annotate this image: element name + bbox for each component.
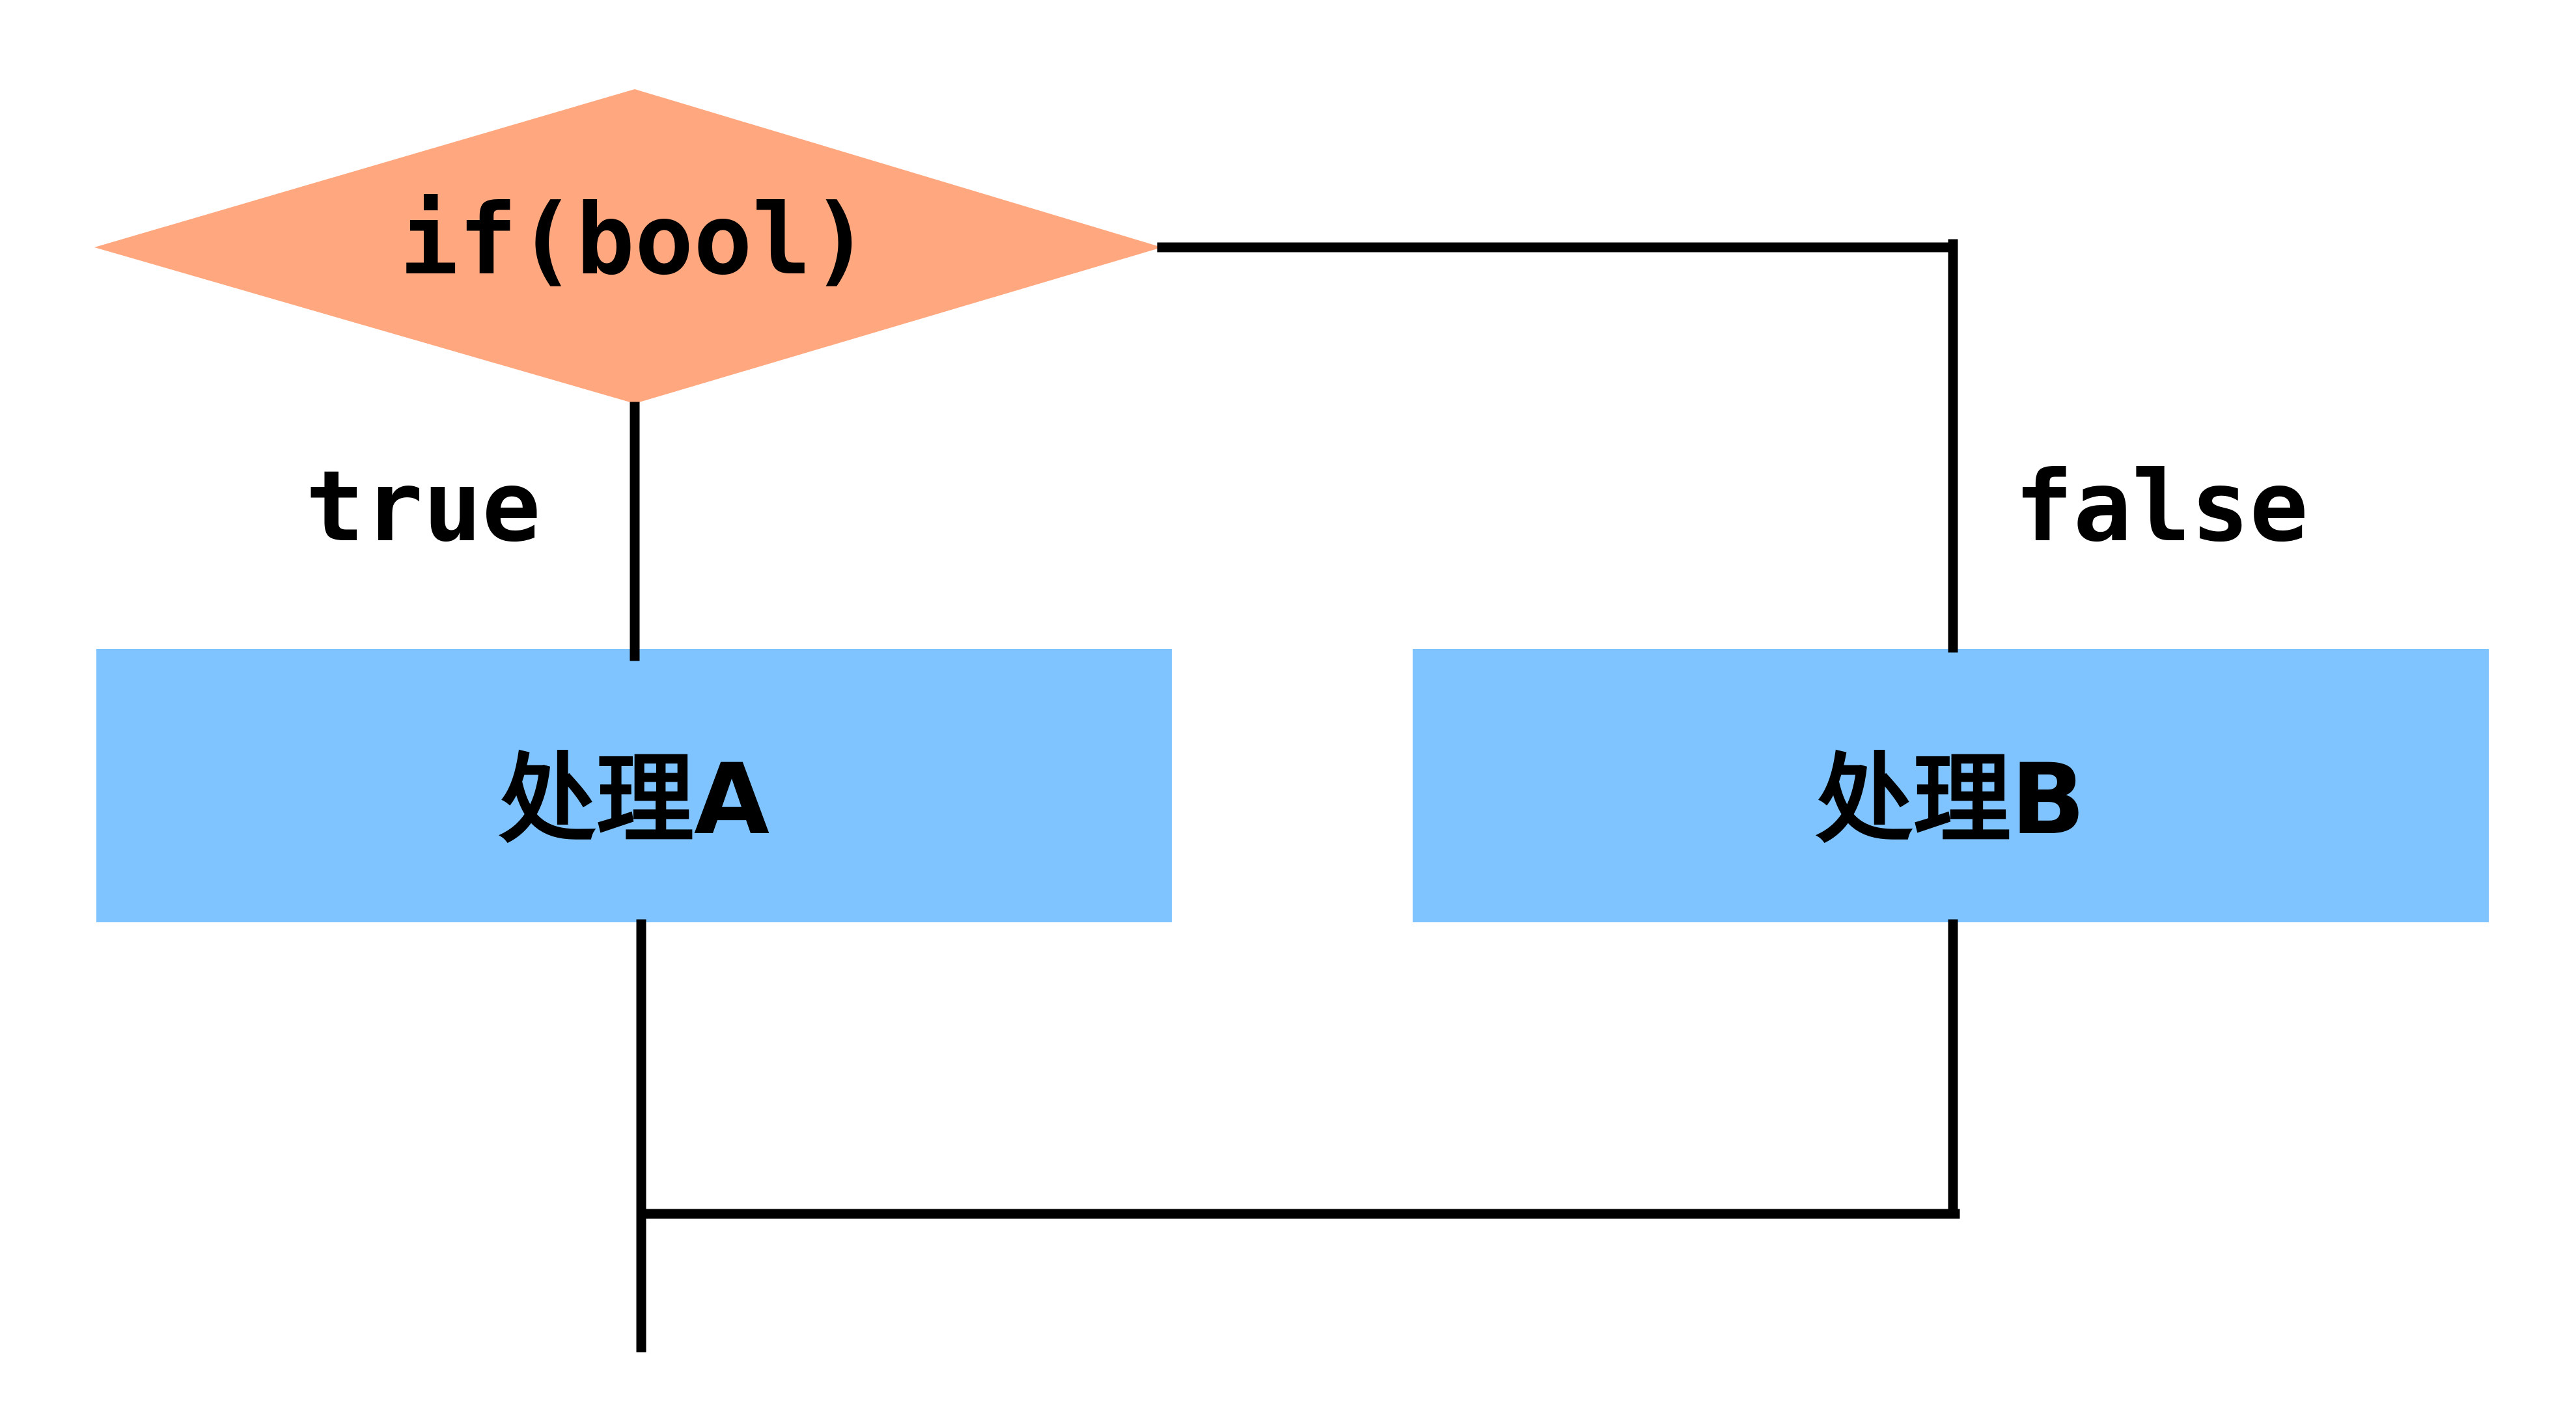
decision-diamond: [94, 89, 1162, 404]
false-branch-label: false: [2014, 450, 2308, 564]
process-b-box: [1413, 649, 2489, 922]
decision-label: if(bool): [400, 184, 870, 297]
process-a-label: 处理A: [499, 743, 769, 857]
true-branch-label: true: [305, 450, 540, 564]
process-b-label: 处理B: [1816, 743, 2085, 857]
process-a-box: [96, 649, 1172, 922]
